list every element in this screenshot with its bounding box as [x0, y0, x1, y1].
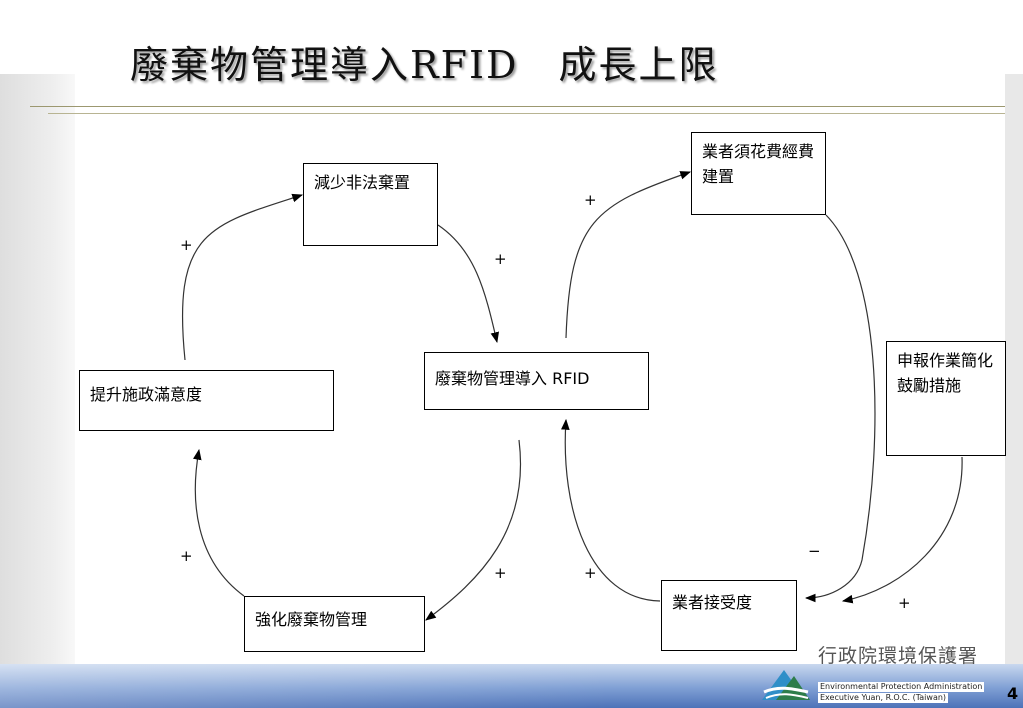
link-satisfaction-to-reduce [181, 193, 304, 361]
link-strengthen-to-satisfaction [193, 448, 245, 597]
node-satisfaction: 提升施政滿意度 [79, 370, 334, 431]
link-rfid-to-cost [565, 171, 692, 339]
title-rule-lower [48, 113, 1005, 114]
right-gray-band [1005, 74, 1023, 664]
link-reduce-to-rfid [437, 224, 500, 344]
slide-title: 廢棄物管理導入RFID 成長上限 [130, 43, 719, 87]
node-industry-cost: 業者須花費經費建置 [691, 132, 826, 215]
sign-reduce-to-rfid: + [494, 250, 507, 268]
left-gray-band [0, 74, 75, 664]
sign-satisfaction-to-reduce: + [180, 236, 193, 254]
node-strengthen-management: 強化廢棄物管理 [244, 596, 425, 652]
node-rfid: 廢棄物管理導入 RFID [424, 352, 649, 410]
sign-rfid-to-strengthen: + [494, 564, 507, 582]
link-rfid-to-strengthen [425, 439, 521, 621]
node-reduce-illegal-dumping: 減少非法棄置 [303, 163, 438, 246]
sign-cost-to-acceptance: − [808, 542, 821, 560]
link-cost-to-acceptance [804, 214, 876, 603]
org-name-zh: 行政院環境保護署 [818, 645, 979, 667]
node-reporting-incentive: 申報作業簡化鼓勵措施 [886, 341, 1006, 456]
link-incentive-to-acceptance [841, 456, 963, 604]
link-acceptance-to-rfid [561, 418, 661, 602]
sign-rfid-to-cost: + [584, 191, 597, 209]
sign-strengthen-to-satisfaction: + [180, 547, 193, 565]
epa-logo-icon [762, 670, 810, 700]
page-number: 4 [1007, 684, 1019, 703]
org-name-en-line2: Executive Yuan, R.O.C. (Taiwan) [818, 693, 949, 703]
org-name-en-line1: Environmental Protection Administration [818, 682, 985, 692]
sign-incentive-to-acceptance: + [898, 594, 911, 612]
title-rule-upper [30, 106, 1005, 107]
node-industry-acceptance: 業者接受度 [661, 580, 797, 651]
sign-acceptance-to-rfid: + [584, 564, 597, 582]
